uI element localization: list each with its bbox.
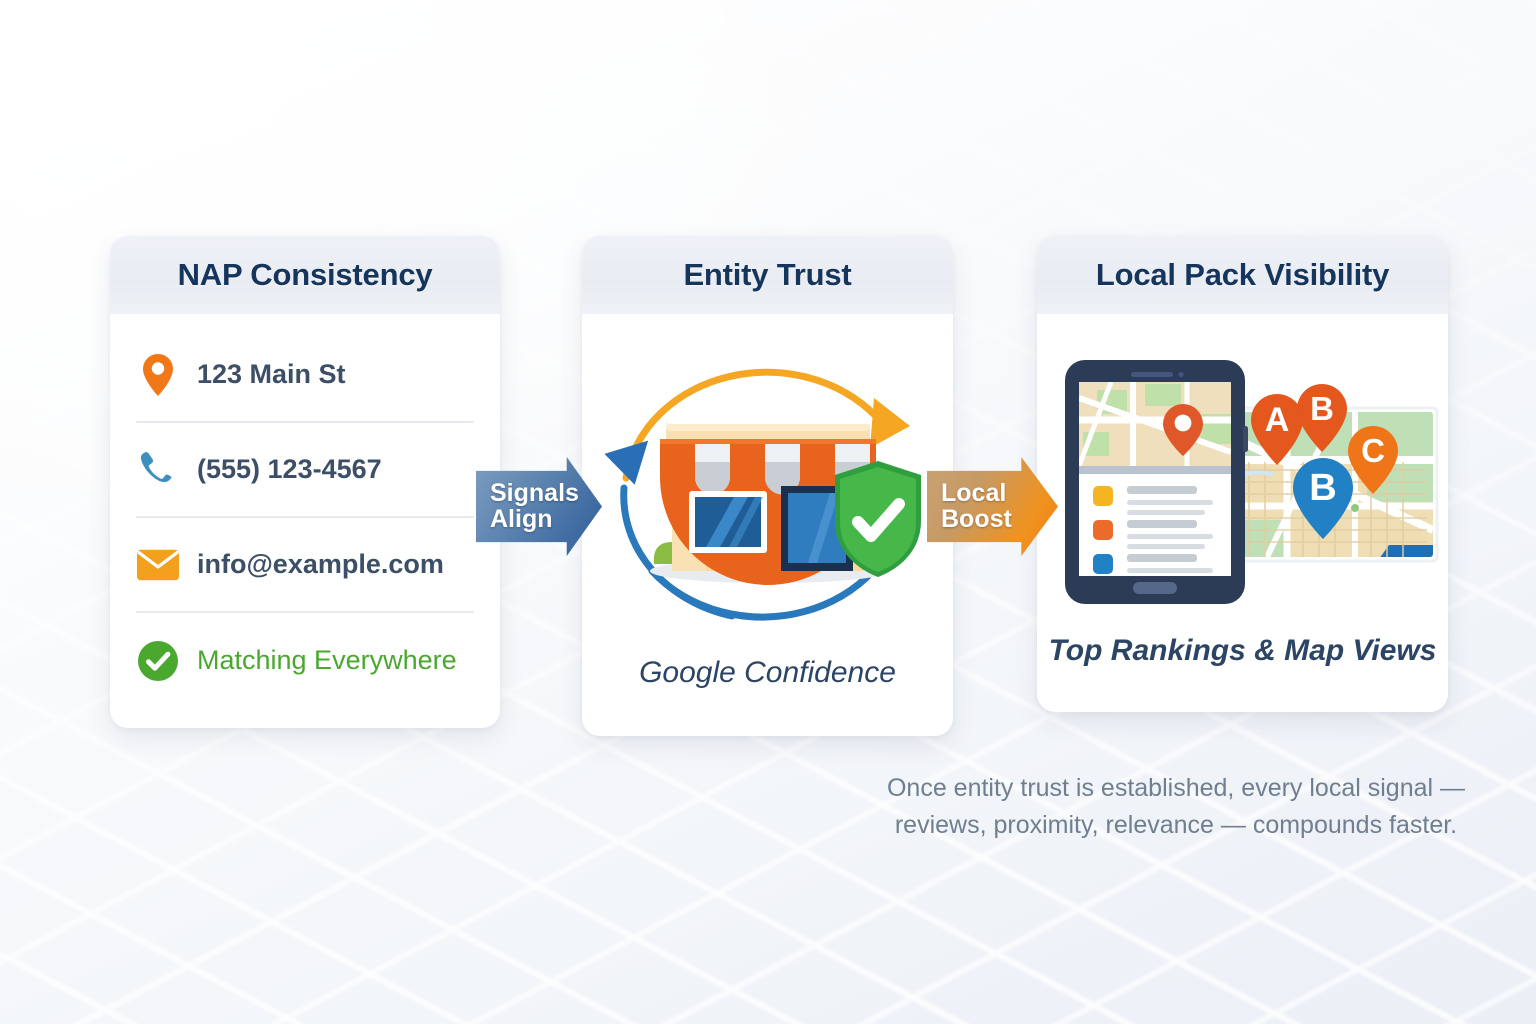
card-nap-title: NAP Consistency xyxy=(177,257,433,292)
card-trust-caption: Google Confidence xyxy=(639,656,896,689)
nap-email-text: info@example.com xyxy=(197,549,444,579)
card-pack-title: Local Pack Visibility xyxy=(1095,257,1390,292)
nap-phone-text: (555) 123-4567 xyxy=(197,454,382,484)
phone-icon xyxy=(136,450,180,490)
map-pin-b-blue: B xyxy=(1293,458,1353,539)
card-pack-body: A B C B Top Rankings & Map Views xyxy=(1037,314,1448,712)
shield-check-icon xyxy=(835,461,921,577)
card-trust-title: Entity Trust xyxy=(683,257,852,292)
card-pack-header: Local Pack Visibility xyxy=(1037,236,1448,314)
card-nap-header: NAP Consistency xyxy=(110,236,500,314)
svg-text:C: C xyxy=(1361,432,1385,469)
cycle-arrow-orange xyxy=(622,368,910,482)
envelope-icon xyxy=(136,547,180,583)
map-pin-c: C xyxy=(1348,426,1398,494)
map-pin-b-orange: B xyxy=(1297,384,1347,452)
nap-row-email: info@example.com xyxy=(136,518,474,613)
phone-mockup xyxy=(1065,360,1248,604)
nap-status-text: Matching Everywhere xyxy=(197,645,457,675)
local-pack-illustration: A B C B xyxy=(1065,360,1439,604)
card-entity-trust: Entity Trust xyxy=(582,236,953,736)
check-circle-icon xyxy=(136,639,180,683)
nap-row-status: Matching Everywhere xyxy=(136,613,474,708)
nap-row-phone: (555) 123-4567 xyxy=(136,423,474,518)
arrow-signals-line2: Align xyxy=(490,504,553,533)
svg-text:B: B xyxy=(1310,390,1334,427)
arrow-local-boost: Local Boost xyxy=(927,457,1058,556)
svg-text:A: A xyxy=(1265,401,1290,439)
nap-list: 123 Main St (555) 123-4567 xyxy=(110,314,500,708)
nap-row-address: 123 Main St xyxy=(136,328,474,423)
card-trust-header: Entity Trust xyxy=(582,236,953,314)
card-pack-caption: Top Rankings & Map Views xyxy=(1048,634,1437,667)
result-list xyxy=(1093,486,1213,574)
map-pin-a: A xyxy=(1251,394,1303,465)
card-trust-body: Google Confidence xyxy=(582,314,953,736)
arrow-signals-line1: Signals xyxy=(490,479,579,507)
nap-address-text: 123 Main St xyxy=(197,359,346,389)
card-nap-body: 123 Main St (555) 123-4567 xyxy=(110,314,500,728)
summary-note: Once entity trust is established, every … xyxy=(886,774,1466,839)
storefront-trust-illustration xyxy=(604,368,921,621)
arrow-boost-line1: Local xyxy=(941,479,1007,507)
location-pin-icon xyxy=(136,353,180,397)
svg-text:B: B xyxy=(1309,467,1336,509)
arrow-boost-line2: Boost xyxy=(941,504,1012,533)
card-local-pack-visibility: Local Pack Visibility xyxy=(1037,236,1448,712)
card-nap-consistency: NAP Consistency 123 Main St xyxy=(110,236,500,728)
